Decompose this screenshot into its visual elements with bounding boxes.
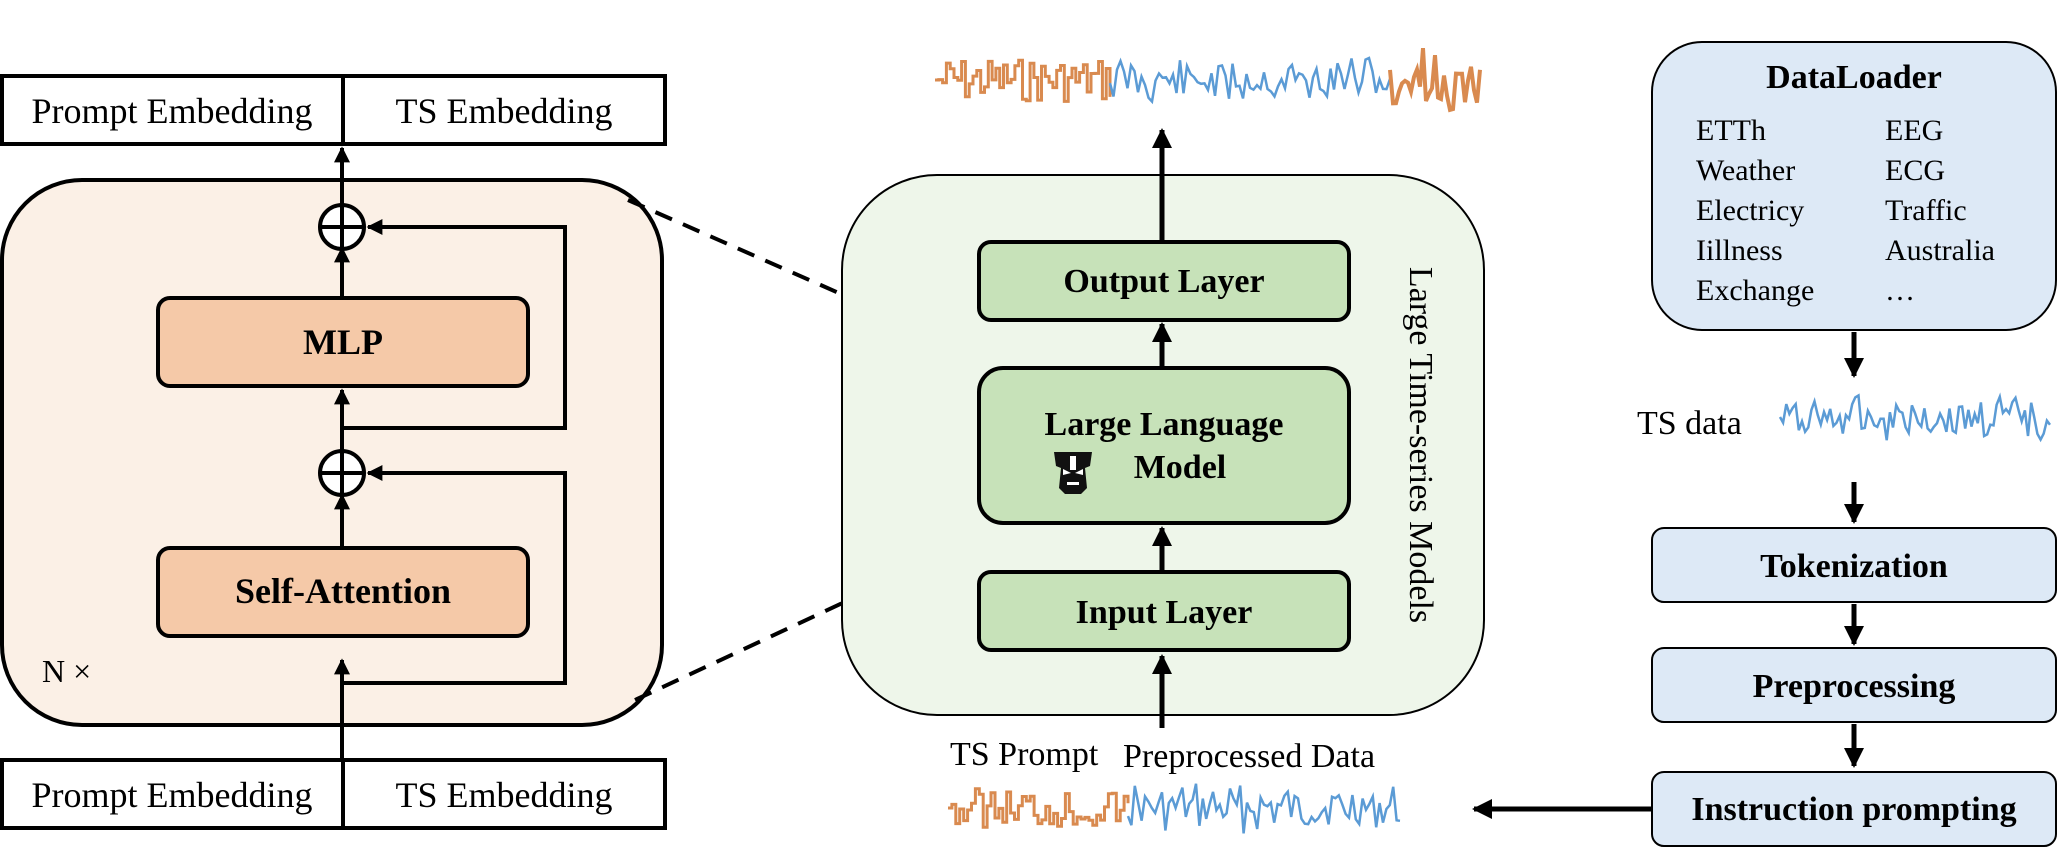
preprocessing-label: Preprocessing <box>1753 668 1956 705</box>
top-prompt-embedding-label: Prompt Embedding <box>32 91 313 131</box>
ts-prompt-label: TS Prompt <box>950 736 1099 773</box>
dataset-item: Exchange <box>1696 274 1814 307</box>
dataloader-title: DataLoader <box>1766 59 1942 96</box>
dataset-item: ECG <box>1885 154 1945 187</box>
input-series <box>948 783 1401 834</box>
mlp-label: MLP <box>303 322 383 362</box>
dataset-item: EEG <box>1885 114 1943 147</box>
ts-line-series <box>1108 56 1392 105</box>
bottom-embedding-bar <box>0 758 667 830</box>
self-attention-label: Self-Attention <box>235 571 451 611</box>
ltsm-panel: Output Layer Large Language Model Input … <box>841 128 1485 775</box>
top-embedding-bar <box>0 74 667 146</box>
tokenization-box <box>1651 527 2057 603</box>
self-attention-box <box>156 546 530 638</box>
ltsm-vertical-title: Large Time-series Models <box>1402 267 1439 623</box>
dataset-item: … <box>1885 274 1915 307</box>
llm-label-line1: Large Language <box>1045 406 1284 443</box>
add-node-upper <box>318 203 366 251</box>
repeat-label: N × <box>42 653 91 689</box>
tokenization-label: Tokenization <box>1760 548 1948 585</box>
output-series <box>935 47 1482 113</box>
top-ts-embedding-label: TS Embedding <box>396 91 613 131</box>
ts-line-series <box>1126 783 1401 834</box>
instruction-prompting-label: Instruction prompting <box>1691 791 2016 828</box>
ts-data-label: TS data <box>1637 405 1742 442</box>
prompt-step-series <box>948 787 1130 829</box>
dataset-item: Australia <box>1885 234 1995 267</box>
robot-mask-icon <box>1054 452 1092 494</box>
preprocessed-data-label: Preprocessed Data <box>1123 738 1375 775</box>
dataset-item: Weather <box>1696 154 1795 187</box>
dataset-item: ETTh <box>1696 114 1766 147</box>
output-layer-label: Output Layer <box>1063 263 1264 300</box>
ts-line-series <box>1778 392 2052 443</box>
dataset-item: Electricy <box>1696 194 1804 227</box>
input-layer-label: Input Layer <box>1076 594 1253 631</box>
preprocessing-box <box>1651 647 2057 723</box>
bottom-ts-embedding-label: TS Embedding <box>396 775 613 815</box>
pipeline-panel: DataLoader ETThWeatherElectricyIillnessE… <box>1472 41 2057 847</box>
add-node-lower <box>318 449 366 497</box>
dataset-list-col2: EEG ECG TrafficAustralia … <box>1885 114 1995 307</box>
dataloader-box <box>1651 41 2057 331</box>
input-layer-box <box>977 570 1351 652</box>
transformer-block: Prompt Embedding TS Embedding MLP S <box>0 74 667 830</box>
output-layer-box <box>977 240 1351 322</box>
bottom-prompt-embedding-label: Prompt Embedding <box>32 775 313 815</box>
llm-label-line2: Model <box>1134 449 1227 486</box>
prompt-step-series <box>935 58 1112 103</box>
dataset-item: Iillness <box>1696 234 1783 267</box>
llm-box <box>977 366 1351 525</box>
forecast-series <box>1388 47 1482 113</box>
mlp-box <box>156 296 530 388</box>
dataset-item: Traffic <box>1885 194 1967 227</box>
ts-data-series <box>1778 392 2052 443</box>
